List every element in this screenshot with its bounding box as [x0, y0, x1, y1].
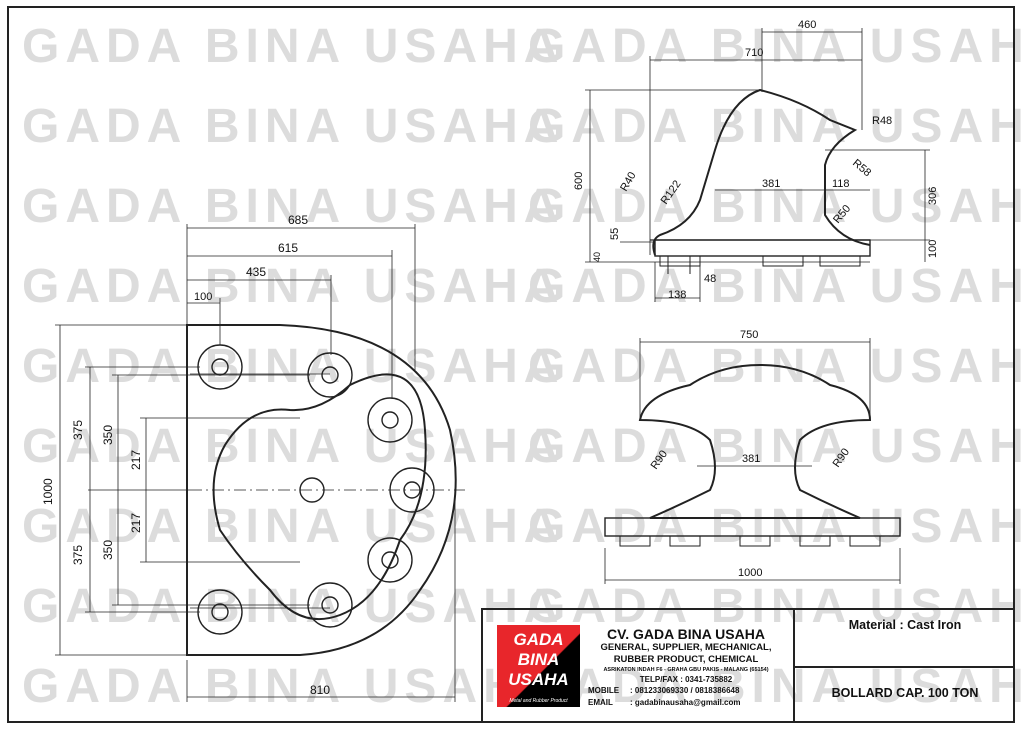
dim-710: 710	[745, 47, 763, 59]
radius-r90-right: R90	[831, 446, 852, 469]
radius-r50: R50	[831, 203, 853, 226]
title-block-divider-horizontal	[795, 666, 1015, 668]
dim-375-top: 375	[71, 420, 85, 440]
dim-138: 138	[668, 289, 686, 301]
logo-line-1: GADA	[513, 630, 564, 649]
logo-line-3: USAHA	[508, 670, 569, 689]
front-view	[604, 338, 901, 584]
dim-810: 810	[310, 683, 330, 697]
radius-r40: R40	[618, 170, 638, 193]
dim-381-side: 381	[762, 178, 780, 190]
dim-306: 306	[927, 187, 939, 205]
dim-350-bottom: 350	[101, 540, 115, 560]
title-block	[481, 608, 1015, 723]
company-telfax: TELP/FAX : 0341-735882	[639, 675, 733, 684]
company-services-2: RUBBER PRODUCT, CHEMICAL	[613, 654, 759, 665]
product-title: BOLLARD CAP. 100 TON	[831, 686, 979, 700]
company-logo: GADA BINA USAHA Metal and Rubber Product	[497, 625, 580, 707]
dim-685: 685	[288, 213, 308, 227]
dim-40: 40	[592, 252, 602, 262]
dim-750: 750	[740, 329, 758, 341]
dim-460: 460	[798, 19, 816, 31]
company-name: CV. GADA BINA USAHA	[607, 626, 765, 642]
company-info: CV. GADA BINA USAHA GENERAL, SUPPLIER, M…	[588, 626, 784, 709]
title-block-divider-vertical	[793, 608, 795, 723]
material-label: Material : Cast Iron	[848, 618, 962, 632]
dim-381-front: 381	[742, 453, 760, 465]
radius-r58: R58	[850, 157, 873, 179]
radius-r90-left: R90	[649, 448, 670, 471]
dim-615: 615	[278, 241, 298, 255]
dim-217-top: 217	[129, 450, 143, 470]
dim-375-bottom: 375	[71, 545, 85, 565]
dim-100-side: 100	[927, 240, 939, 258]
dim-55: 55	[609, 228, 621, 240]
drawing-frame	[7, 6, 1015, 723]
logo-tagline: Metal and Rubber Product	[509, 698, 568, 704]
radius-r48: R48	[872, 115, 892, 127]
dim-435: 435	[246, 265, 266, 279]
company-services-1: GENERAL, SUPPLIER, MECHANICAL,	[600, 642, 772, 653]
mobile-number: : 081233069330 / 0818386648	[630, 686, 740, 695]
dim-217-bottom: 217	[129, 513, 143, 533]
company-address: ASRIKATON INDAH F6 - GRAHA GBU PAKIS - M…	[603, 667, 769, 673]
dim-1000-front: 1000	[738, 567, 762, 579]
dim-48: 48	[704, 273, 716, 285]
dim-100-plan: 100	[194, 291, 212, 303]
side-view	[585, 28, 930, 302]
mobile-label: MOBILE	[588, 686, 620, 695]
plan-view	[55, 224, 465, 702]
radius-r122: R122	[659, 178, 684, 206]
dim-350-top: 350	[101, 425, 115, 445]
logo-line-2: BINA	[517, 650, 560, 669]
dim-1000-plan: 1000	[41, 478, 55, 505]
email-label: EMAIL	[588, 698, 613, 707]
dim-600: 600	[573, 172, 585, 190]
dim-118: 118	[832, 178, 850, 190]
email-address: : gadabinausaha@gmail.com	[630, 698, 741, 707]
